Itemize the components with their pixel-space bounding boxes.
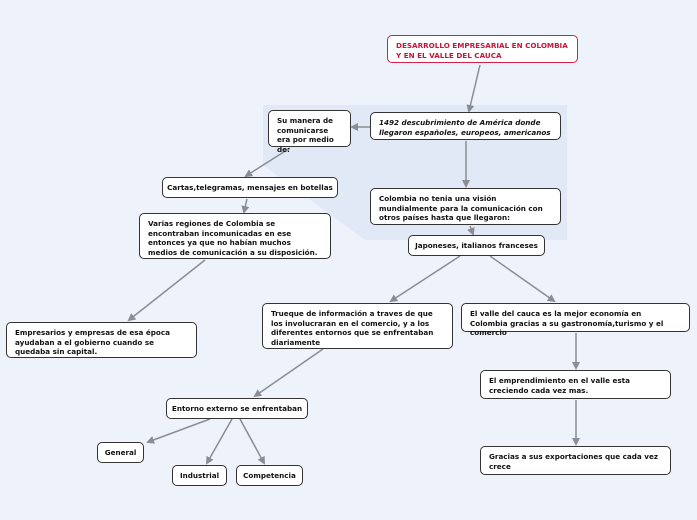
edge-varias-empresarios — [127, 259, 206, 322]
node-competencia[interactable]: Competencia — [236, 465, 303, 486]
edge-entorno-industrial — [206, 418, 233, 465]
edge-japoneses-trueque — [389, 255, 461, 303]
node-cartas[interactable]: Cartas,telegramas, mensajes en botellas — [162, 177, 338, 198]
node-general[interactable]: General — [97, 442, 144, 463]
edge-sumanera-cartas — [244, 147, 291, 178]
node-1492[interactable]: 1492 descubrimiento de América donde lle… — [370, 112, 561, 140]
node-colombia[interactable]: Colombia no tenia una visión mundialment… — [370, 188, 561, 225]
edge-colombia-japoneses — [467, 225, 475, 236]
central-topic[interactable]: DESARROLLO EMPRESARIAL EN COLOMBIA Y EN … — [387, 35, 578, 63]
node-valle[interactable]: El valle del cauca es la mejor economía … — [461, 303, 690, 337]
edge-japoneses-valle — [489, 255, 556, 303]
edge-entorno-competencia — [239, 418, 265, 465]
node-trueque[interactable]: Trueque de información a traves de que l… — [262, 303, 453, 349]
edge-title-1492 — [466, 64, 481, 113]
node-industrial[interactable]: Industrial — [172, 465, 227, 486]
node-su-manera[interactable]: Su manera de comunicarse era por medio d… — [268, 110, 351, 154]
node-japoneses[interactable]: Japoneses, italianos franceses — [408, 235, 545, 256]
node-varias-regiones[interactable]: Varias regiones de Colombia se encontrab… — [139, 213, 331, 259]
node-empresarios[interactable]: Empresarios y empresas de esa época ayud… — [6, 322, 197, 358]
edge-entorno-general — [146, 418, 211, 444]
edge-trueque-entorno — [253, 348, 324, 398]
node-gracias[interactable]: Gracias a sus exportaciones que cada vez… — [480, 446, 671, 475]
node-emprendimiento[interactable]: El emprendimiento en el valle esta creci… — [480, 370, 671, 399]
edge-cartas-varias — [241, 198, 250, 214]
node-entorno[interactable]: Entorno externo se enfrentaban — [166, 398, 308, 419]
